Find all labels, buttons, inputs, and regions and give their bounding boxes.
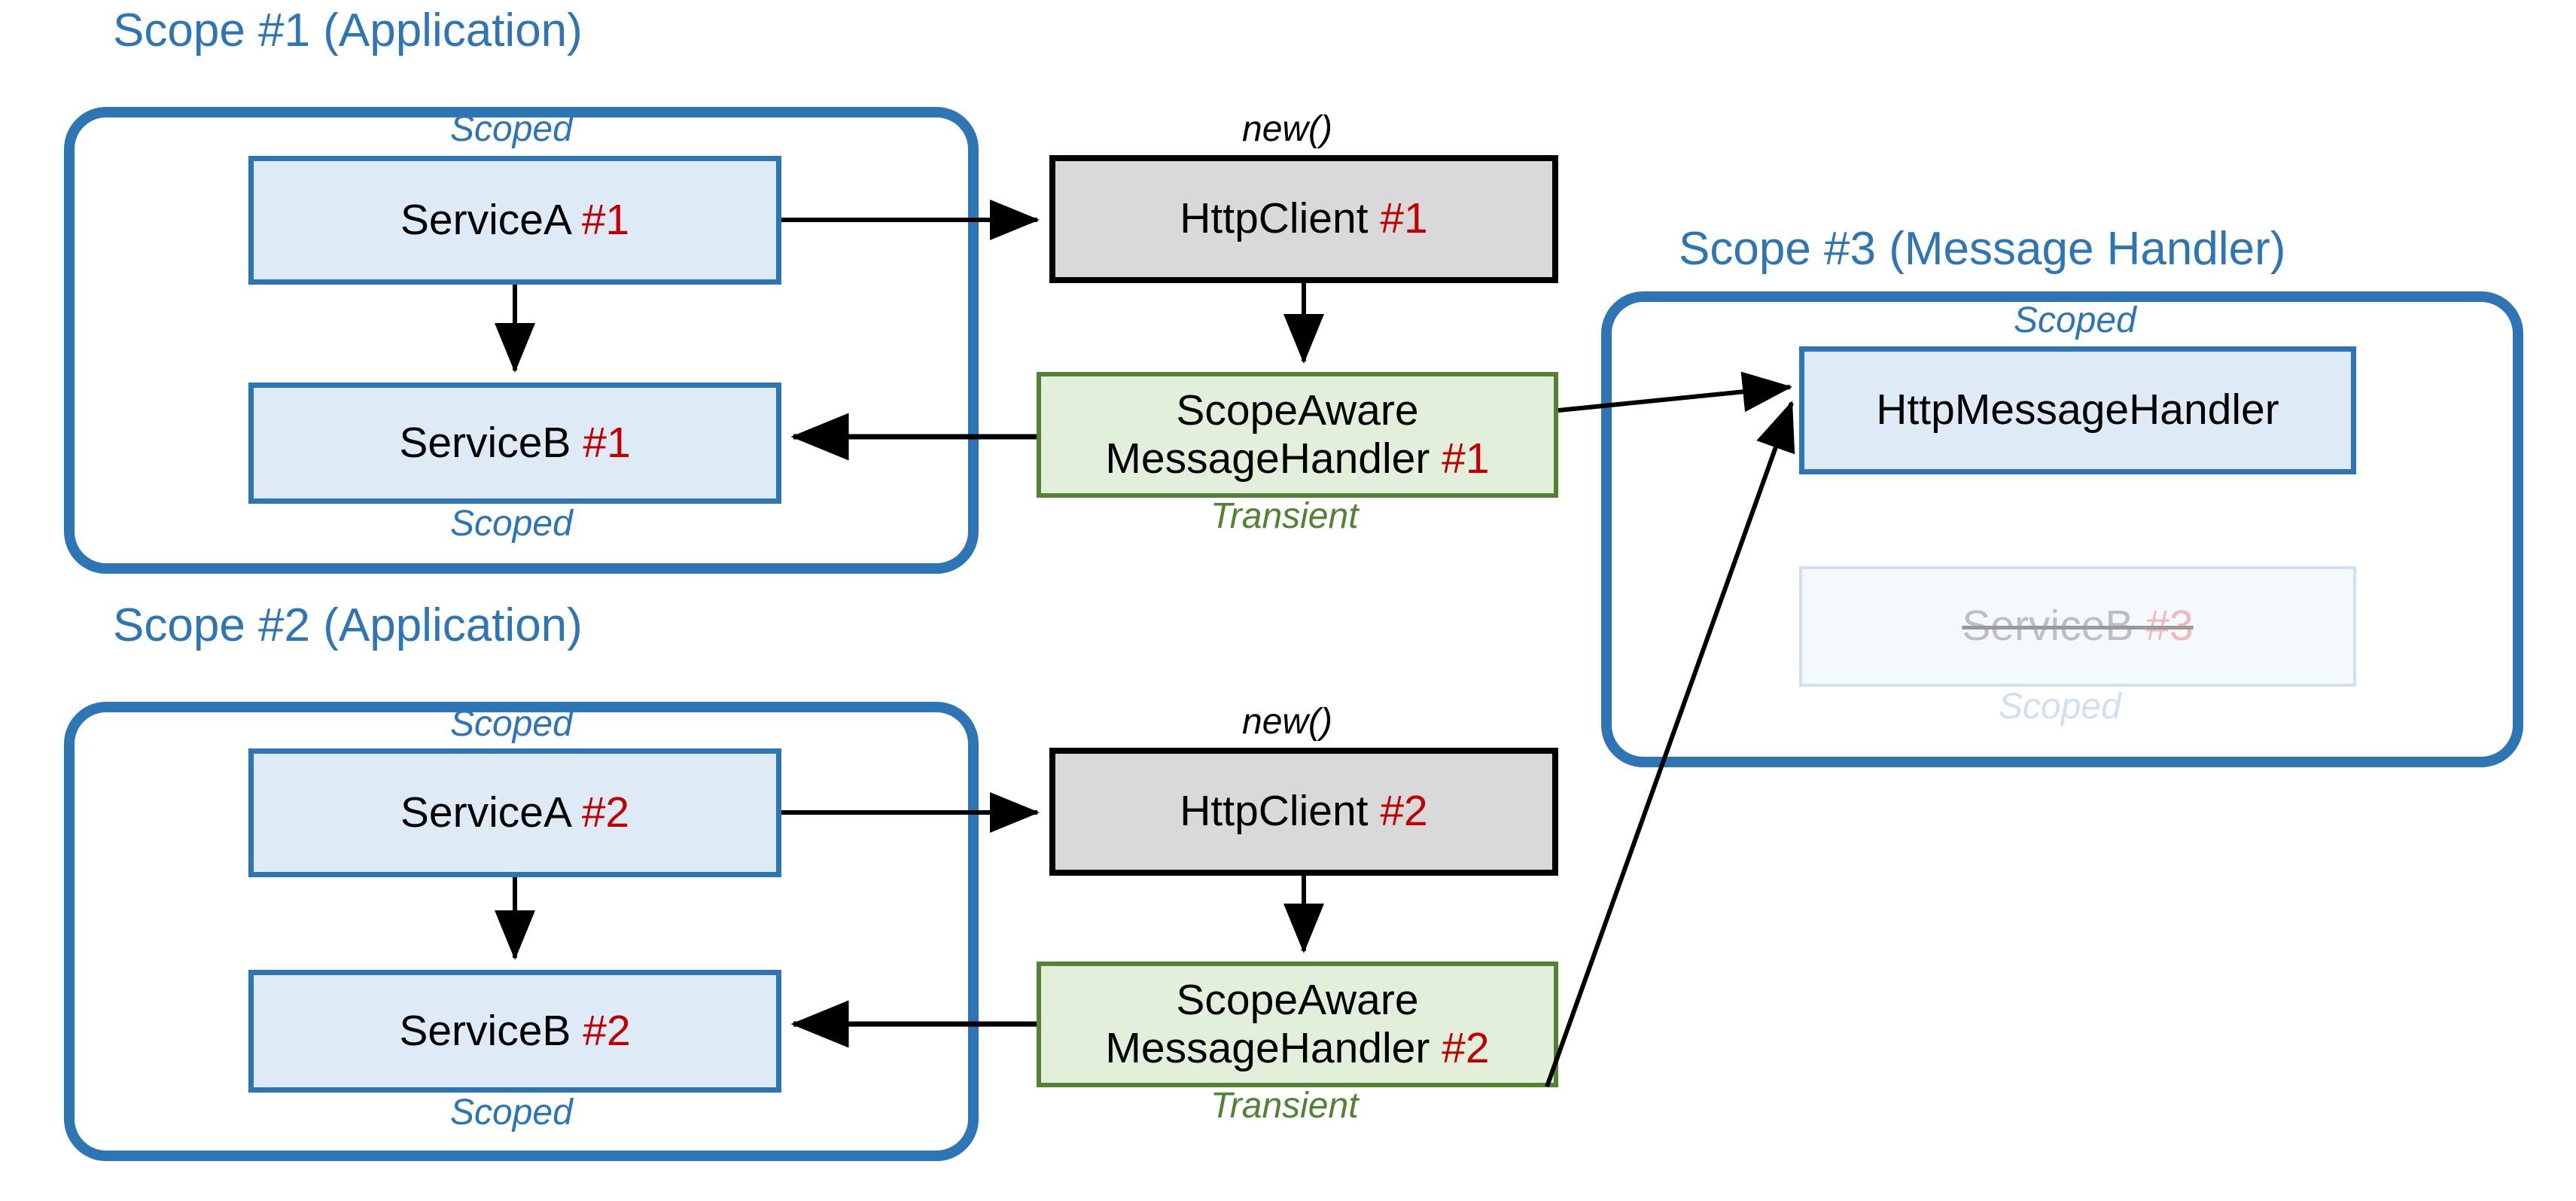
scope-3-title: Scope #3 (Message Handler) [1679, 223, 2286, 275]
node-http-message-handler-label: HttpMessageHandler [1876, 386, 2279, 434]
node-http-client-1-label: HttpClient #1 [1180, 194, 1428, 243]
node-service-a-1-label: ServiceA #1 [400, 195, 630, 244]
scope-1-title: Scope #1 (Application) [113, 5, 583, 56]
node-handler-2[interactable]: ScopeAware MessageHandler #2 [1037, 962, 1558, 1087]
service-b-3-lifetime-label: Scoped [1999, 687, 2121, 727]
service-b-1-lifetime-label: Scoped [450, 504, 573, 544]
service-a-1-lifetime-label: Scoped [450, 109, 573, 149]
node-service-b-3[interactable]: ServiceB #3 [1799, 566, 2356, 687]
http-message-handler-lifetime-label: Scoped [2014, 300, 2136, 340]
service-a-2-lifetime-label: Scoped [450, 704, 573, 744]
node-http-client-2-label: HttpClient #2 [1180, 787, 1428, 836]
node-handler-2-label: ScopeAware MessageHandler #2 [1105, 975, 1490, 1072]
service-b-2-lifetime-label: Scoped [450, 1093, 573, 1132]
scope-2-title: Scope #2 (Application) [113, 599, 583, 651]
node-http-message-handler[interactable]: HttpMessageHandler [1799, 346, 2356, 474]
node-service-b-1-label: ServiceB #1 [399, 418, 631, 467]
node-handler-1-label: ScopeAware MessageHandler #1 [1105, 386, 1490, 483]
node-service-b-1[interactable]: ServiceB #1 [248, 383, 781, 504]
http-client-2-lifetime-label: new() [1242, 702, 1333, 742]
node-service-a-2[interactable]: ServiceA #2 [248, 748, 781, 877]
node-service-b-2[interactable]: ServiceB #2 [248, 970, 781, 1093]
node-service-a-2-label: ServiceA #2 [400, 788, 630, 837]
node-http-client-1[interactable]: HttpClient #1 [1049, 155, 1558, 283]
http-client-1-lifetime-label: new() [1242, 109, 1333, 149]
node-service-b-3-label: ServiceB #3 [1962, 602, 2194, 651]
handler-2-lifetime-label: Transient [1210, 1086, 1359, 1126]
node-handler-1[interactable]: ScopeAware MessageHandler #1 [1037, 372, 1558, 498]
scope-2-container [64, 702, 979, 1161]
node-service-b-2-label: ServiceB #2 [399, 1006, 631, 1055]
handler-1-lifetime-label: Transient [1210, 496, 1359, 536]
scope-1-container [64, 107, 979, 574]
node-http-client-2[interactable]: HttpClient #2 [1049, 748, 1558, 876]
node-service-a-1[interactable]: ServiceA #1 [248, 156, 781, 285]
